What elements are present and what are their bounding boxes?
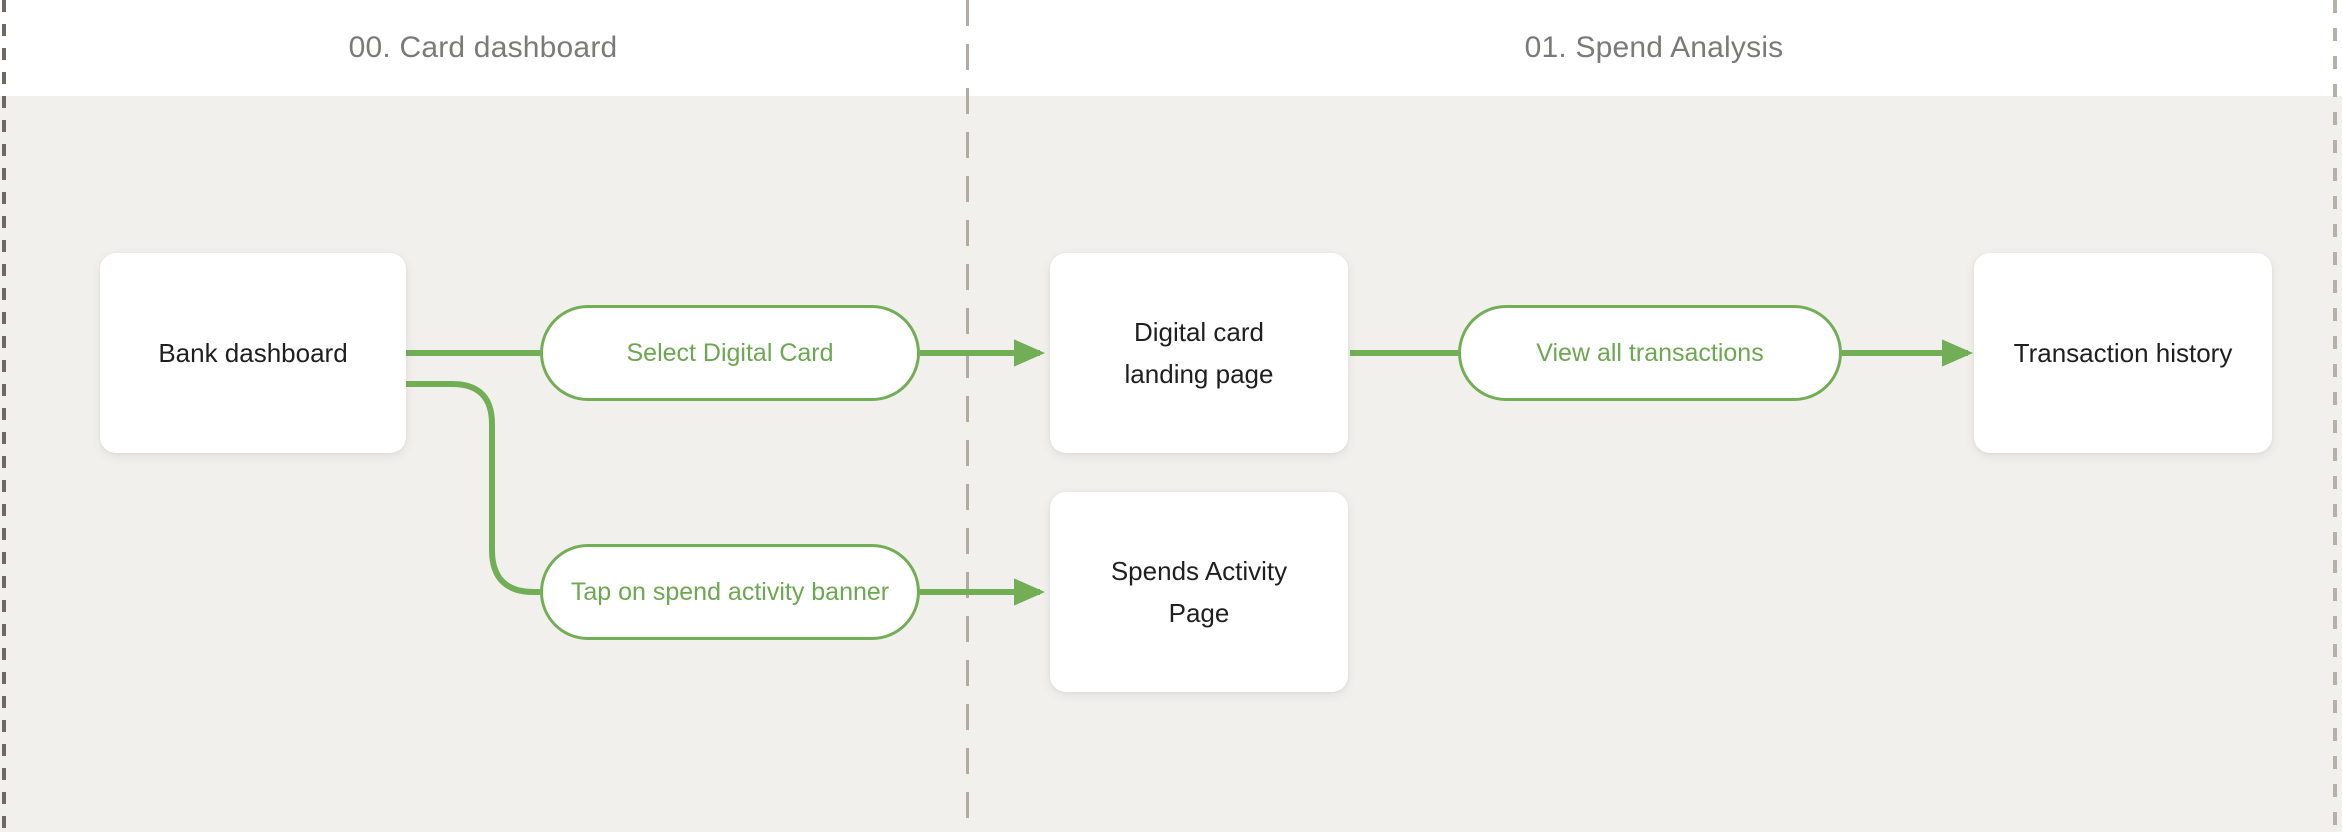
node-bank-dashboard-label: Bank dashboard: [158, 337, 348, 368]
action-tap-on-spend-activity-banner[interactable]: Tap on spend activity banner: [540, 544, 920, 640]
edge-bank-to-tap-banner: [406, 381, 540, 595]
column-header-band: [0, 0, 2342, 96]
action-tap-on-spend-activity-banner-label: Tap on spend activity banner: [570, 577, 890, 606]
node-spends-activity-page-label: Spends Activity Page: [1111, 550, 1287, 634]
node-spends-activity-page[interactable]: Spends Activity Page: [1050, 492, 1348, 692]
node-transaction-history-label: Transaction history: [2013, 337, 2233, 368]
action-view-all-transactions-label: View all transactions: [1536, 338, 1764, 367]
action-view-all-transactions[interactable]: View all transactions: [1458, 305, 1842, 401]
node-bank-dashboard[interactable]: Bank dashboard: [100, 253, 406, 453]
node-digital-card-landing-page[interactable]: Digital card landing page: [1050, 253, 1348, 453]
node-line-1: Spends Activity: [1110, 555, 1288, 586]
column-title-card-dashboard: 00. Card dashboard: [348, 31, 618, 64]
node-line-2: Page: [1168, 598, 1230, 628]
node-line-2: landing page: [1124, 359, 1274, 389]
node-transaction-history[interactable]: Transaction history: [1974, 253, 2272, 453]
column-title-spend-analysis: 01. Spend Analysis: [1524, 31, 1784, 64]
action-select-digital-card[interactable]: Select Digital Card: [540, 305, 920, 401]
node-digital-card-landing-page-label: Digital card landing page: [1125, 311, 1274, 395]
node-line-1: Digital card: [1133, 316, 1265, 347]
action-select-digital-card-label: Select Digital Card: [626, 338, 834, 367]
